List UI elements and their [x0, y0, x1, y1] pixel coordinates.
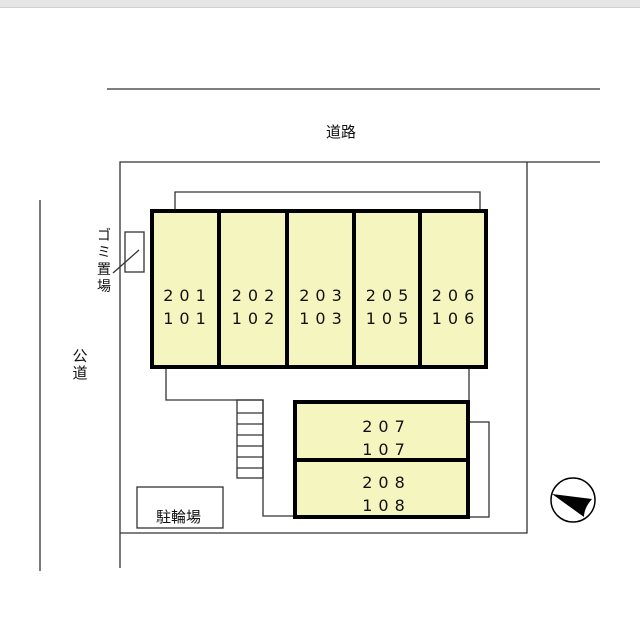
public-road-label: 公道	[72, 347, 88, 382]
garbage-label: ゴミ置場	[97, 228, 111, 295]
unit-number: 102	[231, 309, 281, 328]
site-boundary-right	[120, 162, 528, 534]
unit-number: 103	[299, 309, 348, 328]
unit-block-202	[217, 209, 289, 369]
bicycle-parking-label: 駐輪場	[156, 508, 202, 526]
unit-number: 203	[299, 286, 348, 305]
unit-block-208	[293, 458, 470, 519]
unit-number: 106	[431, 309, 481, 328]
road-label: 道路	[326, 123, 357, 141]
top-bar	[0, 0, 640, 8]
north-arrow-icon	[550, 477, 596, 523]
walkway-outline	[165, 368, 293, 517]
unit-number: 105	[365, 309, 415, 328]
unit-number: 101	[163, 309, 212, 328]
unit-number: 107	[362, 440, 411, 459]
unit-number: 108	[362, 496, 411, 515]
bicycle-parking-box	[136, 486, 224, 529]
unit-block-203	[285, 209, 356, 369]
unit-number: 208	[362, 473, 411, 492]
unit-block-206	[418, 209, 488, 369]
unit-number: 206	[431, 286, 481, 305]
stairs	[236, 399, 264, 479]
unit-number: 205	[365, 286, 415, 305]
garbage-box	[124, 231, 145, 273]
unit-number: 207	[362, 417, 411, 436]
unit-number: 201	[163, 286, 212, 305]
garbage-pointer	[112, 249, 140, 274]
unit-block-201	[150, 209, 221, 369]
roof-outline	[174, 191, 481, 210]
site-boundary	[119, 161, 600, 568]
unit-number: 202	[231, 286, 281, 305]
